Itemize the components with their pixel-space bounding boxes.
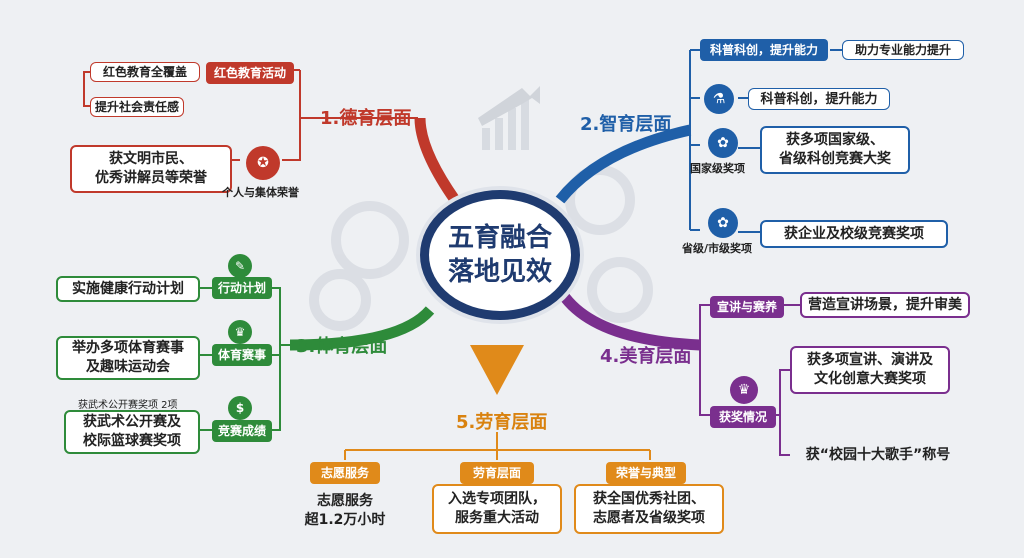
flask-icon: ⚗ (704, 84, 734, 114)
cup-icon: ♛ (228, 320, 252, 344)
physical-section-title: 3.体育层面 (296, 336, 388, 357)
labor-volunteer-box: 志愿服务 超1.2万小时 (304, 493, 386, 528)
speech-icon: ♛ (730, 376, 758, 404)
aesthetic-tag-awards: 获奖情况 (710, 406, 776, 428)
aesthetic-speech-box: 营造宣讲场景，提升审美 (800, 292, 970, 318)
moral-section-title: 1.德育层面 (320, 108, 412, 129)
moral-item-coverage: 红色教育全覆盖 (90, 62, 200, 82)
intellect-section-title: 2.智育层面 (580, 114, 672, 135)
physical-tag-sports: 体育赛事 (212, 344, 272, 366)
physical-results-box: 获武术公开赛及 校际篮球赛奖项 (64, 410, 200, 454)
aesthetic-tag-speech: 宣讲与赛养 (710, 296, 784, 318)
center-title-line1: 五育融合 (447, 223, 552, 253)
intellect-city-caption: 省级/市级奖项 (682, 242, 753, 255)
physical-results-note: 获武术公开赛奖项 2项 (78, 400, 178, 411)
prize-icon: ✿ (708, 208, 738, 238)
center-title-line2: 落地见效 (447, 257, 552, 287)
labor-tag-honor: 荣誉与典型 (606, 462, 686, 484)
physical-tag-plan: 行动计划 (212, 277, 272, 299)
physical-plan-box: 实施健康行动计划 (56, 276, 200, 302)
aesthetic-singer-box: 获“校园十大歌手”称号 (805, 446, 951, 463)
intellect-national-caption: 国家级奖项 (690, 162, 745, 175)
intellect-tag-science: 科普科创，提升能力 (700, 39, 828, 61)
labor-honor-box: 获全国优秀社团、 志愿者及省级奖项 (574, 484, 724, 534)
labor-section-title: 5.劳育层面 (456, 412, 548, 433)
moral-item-responsibility: 提升社会责任感 (90, 97, 184, 117)
physical-tag-results: 竞赛成绩 (212, 420, 272, 442)
trophy-icon: $ (228, 396, 252, 420)
intellect-national-box: 获多项国家级、 省级科创竞赛大奖 (760, 126, 910, 174)
medal-icon: ✪ (246, 146, 280, 180)
moral-tag-red-education: 红色教育活动 (206, 62, 294, 84)
aesthetic-section-title: 4.美育层面 (600, 346, 692, 367)
labor-tag-labor: 劳育层面 (460, 462, 534, 484)
labor-labor-box: 入选专项团队， 服务重大活动 (432, 484, 562, 534)
intellect-city-box: 获企业及校级竞赛奖项 (760, 220, 948, 248)
award-icon: ✿ (708, 128, 738, 158)
growth-chart-decoration (478, 86, 540, 150)
moral-honor-caption: 个人与集体荣誉 (222, 186, 299, 199)
moral-honor-box: 获文明市民、 优秀讲解员等荣誉 (70, 145, 232, 193)
checklist-icon: ✎ (228, 254, 252, 278)
labor-tag-volunteer: 志愿服务 (310, 462, 380, 484)
intellect-item-science: 科普科创，提升能力 (748, 88, 890, 110)
physical-sports-box: 举办多项体育赛事 及趣味运动会 (56, 336, 200, 380)
aesthetic-awards-box: 获多项宣讲、演讲及 文化创意大赛奖项 (790, 346, 950, 394)
intellect-item-professional: 助力专业能力提升 (842, 40, 964, 60)
center-hub: 五育融合 落地见效 (420, 190, 580, 320)
